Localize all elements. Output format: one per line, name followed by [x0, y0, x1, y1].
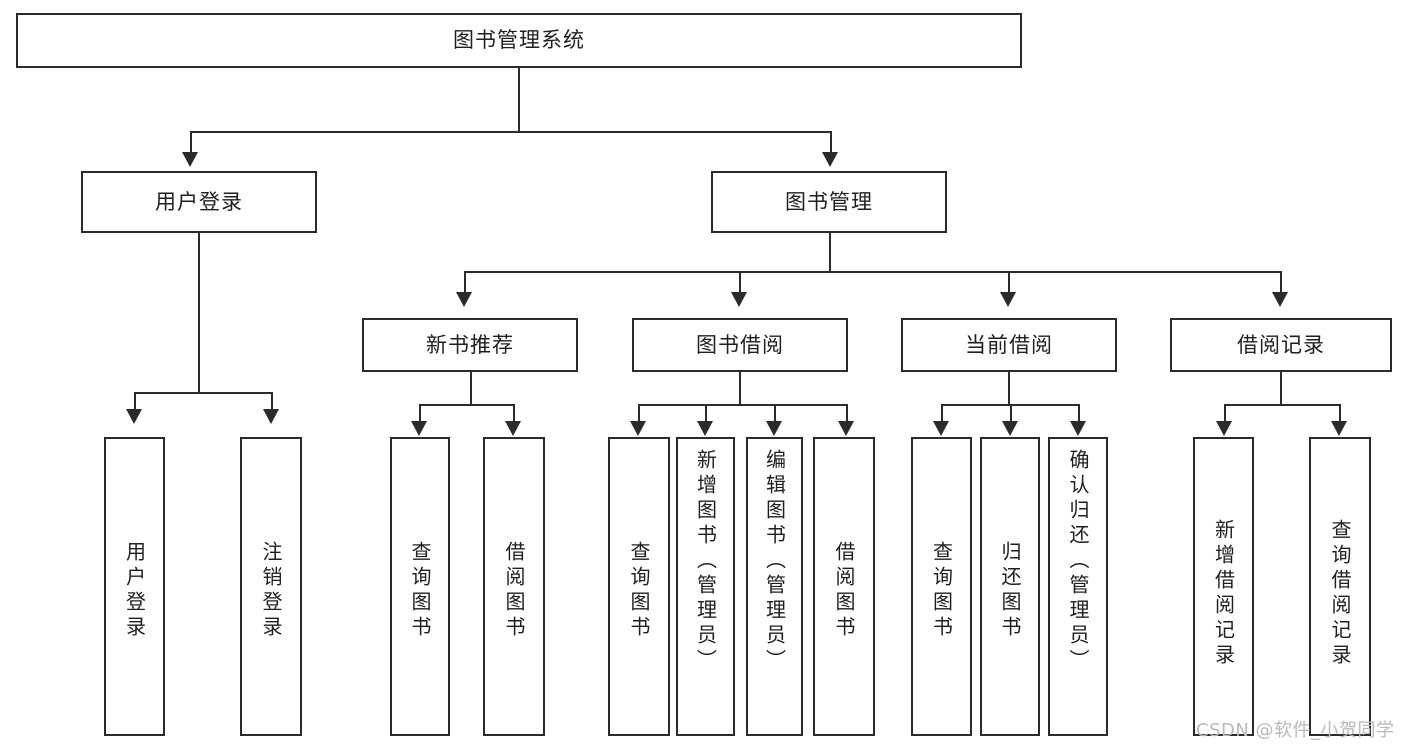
arrowhead-new-book [456, 292, 472, 307]
arrowhead-leaf-edit-book [766, 421, 782, 436]
node-label: 图书管理 [785, 189, 873, 214]
connector-root-stem [518, 68, 520, 132]
leaf-add-borrow-record[interactable]: 新增借阅记录 [1193, 437, 1254, 736]
connector-new-book-branch-2 [513, 404, 515, 422]
connector-borrow-record-stem [1280, 372, 1282, 405]
node-book-management[interactable]: 图书管理 [711, 171, 947, 233]
connector-new-book-bus [419, 404, 513, 406]
connector-to-book-borrow [739, 271, 741, 293]
node-book-borrow[interactable]: 图书借阅 [632, 318, 848, 372]
node-label: 新增借阅记录 [1211, 519, 1236, 669]
connector-borrow-record-branch-2 [1339, 404, 1341, 422]
arrowhead-leaf-query-book-c [933, 421, 949, 436]
connector-book-borrow-branch-2 [705, 404, 707, 422]
node-label: 用户登录 [155, 189, 243, 214]
connector-borrow-record-bus [1224, 404, 1339, 406]
connector-current-borrow-bus [941, 404, 1078, 406]
connector-current-borrow-stem [1008, 372, 1010, 405]
leaf-confirm-return-admin[interactable]: 确认归还（管理员） [1048, 437, 1108, 736]
connector-user-login-bus [134, 392, 271, 394]
arrowhead-leaf-query-book-a [411, 421, 427, 436]
arrowhead-leaf-confirm-return [1070, 421, 1086, 436]
leaf-edit-book-admin[interactable]: 编辑图书（管理员） [746, 437, 803, 736]
connector-to-current-borrow [1008, 271, 1010, 293]
leaf-logout[interactable]: 注销登录 [240, 437, 302, 736]
node-label: 查询图书 [627, 541, 651, 641]
connector-root-to-user-login [190, 131, 192, 153]
node-label: 查询图书 [929, 541, 954, 641]
node-label: 查询借阅记录 [1328, 519, 1352, 669]
connector-root-bus [190, 131, 830, 133]
connector-current-borrow-branch-3 [1078, 404, 1080, 422]
leaf-query-book-current[interactable]: 查询图书 [911, 437, 972, 736]
node-label: 新书推荐 [426, 332, 514, 357]
arrowhead-leaf-query-book-b [630, 421, 646, 436]
leaf-user-login[interactable]: 用户登录 [104, 437, 165, 736]
node-label: 新增图书（管理员） [693, 449, 718, 674]
connector-level3-bus [464, 271, 1280, 273]
connector-book-borrow-branch-1 [638, 404, 640, 422]
arrowhead-leaf-borrow-book-b [838, 421, 854, 436]
leaf-borrow-book[interactable]: 借阅图书 [813, 437, 875, 736]
connector-to-borrow-record [1280, 271, 1282, 293]
leaf-return-book[interactable]: 归还图书 [980, 437, 1040, 736]
arrowhead-leaf-add-book [697, 421, 713, 436]
leaf-query-book-borrow[interactable]: 查询图书 [608, 437, 670, 736]
connector-user-login-branch-2 [271, 392, 273, 410]
connector-new-book-stem [470, 372, 472, 405]
connector-borrow-record-branch-1 [1224, 404, 1226, 422]
node-root-system[interactable]: 图书管理系统 [16, 13, 1022, 68]
arrowhead-user-login [182, 152, 198, 167]
node-label: 用户登录 [122, 541, 147, 641]
connector-user-login-branch-1 [134, 392, 136, 410]
connector-user-login-stem [198, 233, 200, 393]
node-label: 编辑图书（管理员） [762, 449, 787, 674]
leaf-borrow-book-recommend[interactable]: 借阅图书 [483, 437, 545, 736]
node-label: 查询图书 [408, 541, 432, 641]
connector-current-borrow-branch-2 [1010, 404, 1012, 422]
arrowhead-leaf-user-login [126, 409, 142, 424]
connector-book-manage-stem [829, 233, 831, 272]
arrowhead-leaf-borrow-book-a [505, 421, 521, 436]
connector-new-book-branch-1 [419, 404, 421, 422]
node-label: 图书管理系统 [453, 28, 585, 53]
connector-book-borrow-bus [638, 404, 847, 406]
arrowhead-leaf-logout [263, 409, 279, 424]
node-user-login[interactable]: 用户登录 [81, 171, 317, 233]
connector-current-borrow-branch-1 [941, 404, 943, 422]
arrowhead-leaf-return-book [1002, 421, 1018, 436]
arrowhead-leaf-query-record [1331, 421, 1347, 436]
arrowhead-borrow-record [1272, 292, 1288, 307]
node-label: 注销登录 [259, 541, 283, 641]
node-label: 图书借阅 [696, 332, 784, 357]
arrowhead-book-manage [822, 152, 838, 167]
arrowhead-leaf-add-record [1216, 421, 1232, 436]
node-label: 归还图书 [998, 541, 1022, 641]
arrowhead-book-borrow [731, 292, 747, 307]
node-current-borrow[interactable]: 当前借阅 [901, 318, 1117, 372]
leaf-query-borrow-record[interactable]: 查询借阅记录 [1309, 437, 1371, 736]
leaf-query-book-recommend[interactable]: 查询图书 [390, 437, 450, 736]
node-label: 确认归还（管理员） [1066, 449, 1090, 674]
node-new-book-recommend[interactable]: 新书推荐 [362, 318, 578, 372]
connector-root-to-book-manage [830, 131, 832, 153]
arrowhead-current-borrow [1000, 292, 1016, 307]
connector-book-borrow-stem [739, 372, 741, 405]
node-label: 借阅图书 [502, 541, 526, 641]
connector-book-borrow-branch-4 [846, 404, 848, 422]
node-label: 借阅图书 [832, 541, 856, 641]
connector-to-new-book [464, 271, 466, 293]
csdn-watermark: CSDN @软件_小贺同学 [1196, 720, 1395, 741]
leaf-add-book-admin[interactable]: 新增图书（管理员） [676, 437, 735, 736]
connector-book-borrow-branch-3 [774, 404, 776, 422]
node-label: 借阅记录 [1237, 332, 1325, 357]
node-label: 当前借阅 [965, 332, 1053, 357]
node-borrow-record[interactable]: 借阅记录 [1170, 318, 1392, 372]
